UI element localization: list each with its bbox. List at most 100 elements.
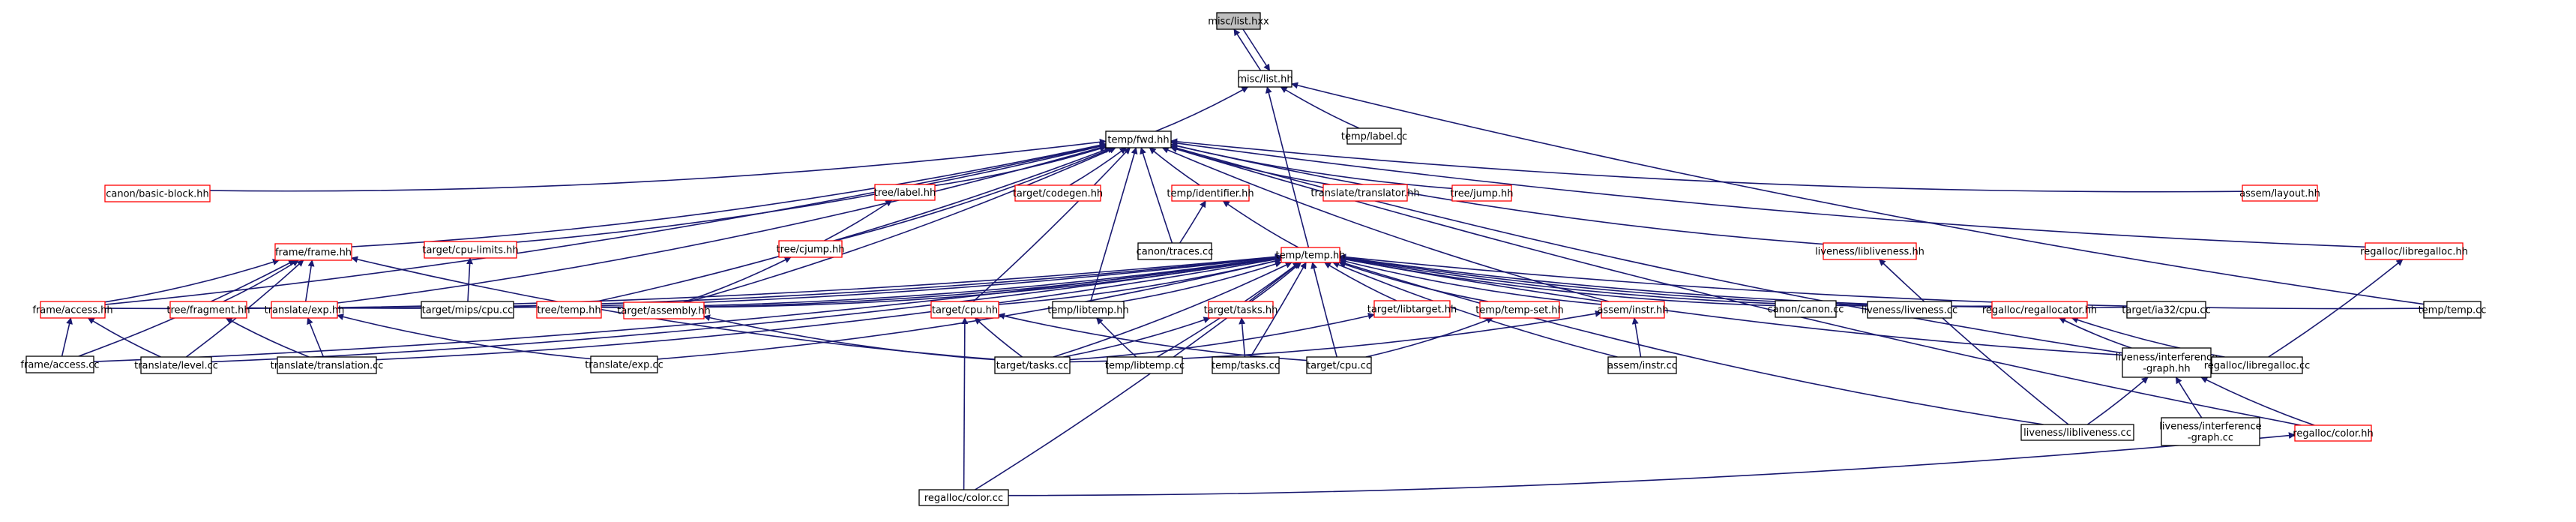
graph-node-box[interactable] bbox=[536, 301, 602, 319]
graph-node-box[interactable] bbox=[2161, 417, 2260, 446]
graph-node-box[interactable] bbox=[1607, 356, 1677, 374]
graph-node-box[interactable] bbox=[40, 301, 106, 319]
graph-node-box[interactable] bbox=[1346, 128, 1402, 145]
graph-node[interactable]: target/libtarget.hh bbox=[1367, 300, 1457, 318]
graph-node-box[interactable] bbox=[1601, 301, 1665, 319]
graph-node[interactable]: tree/fragment.hh bbox=[166, 301, 250, 319]
graph-node-box[interactable] bbox=[1373, 300, 1451, 318]
graph-node[interactable]: target/tasks.hh bbox=[1204, 301, 1278, 319]
graph-node[interactable]: regalloc/regallocator.hh bbox=[1982, 301, 2097, 319]
graph-node[interactable]: target/ia32/cpu.cc bbox=[2122, 301, 2211, 319]
graph-node-box[interactable] bbox=[424, 241, 517, 259]
graph-node[interactable]: translate/exp.hh bbox=[265, 301, 345, 319]
graph-node[interactable]: misc/list.hxx bbox=[1208, 12, 1269, 30]
graph-node[interactable]: regalloc/libregalloc.cc bbox=[2204, 356, 2310, 374]
graph-node-box[interactable] bbox=[1867, 301, 1952, 319]
graph-node-box[interactable] bbox=[421, 301, 514, 319]
graph-node-box[interactable] bbox=[2126, 301, 2206, 319]
graph-node[interactable]: target/cpu.hh bbox=[930, 301, 999, 319]
graph-node[interactable]: temp/tasks.cc bbox=[1212, 356, 1280, 374]
graph-node-box[interactable] bbox=[994, 356, 1071, 374]
graph-node-box[interactable] bbox=[1823, 242, 1917, 260]
graph-node[interactable]: canon/basic-block.hh bbox=[104, 184, 211, 202]
graph-node-box[interactable] bbox=[1238, 70, 1292, 88]
graph-node[interactable]: temp/fwd.hh bbox=[1105, 130, 1172, 148]
graph-node[interactable]: temp/label.cc bbox=[1341, 128, 1407, 145]
graph-node[interactable]: translate/translator.hh bbox=[1310, 184, 1420, 202]
graph-node[interactable]: target/tasks.cc bbox=[994, 356, 1071, 374]
graph-node[interactable]: tree/label.hh bbox=[874, 184, 936, 201]
graph-node[interactable]: liveness/libliveness.cc bbox=[2020, 424, 2134, 441]
graph-node[interactable]: assem/layout.hh bbox=[2239, 184, 2320, 202]
graph-node[interactable]: target/codegen.hh bbox=[1013, 184, 1103, 202]
graph-node[interactable]: regalloc/libregalloc.hh bbox=[2360, 242, 2468, 260]
graph-node-box[interactable] bbox=[778, 240, 843, 258]
graph-node-box[interactable] bbox=[1775, 300, 1837, 318]
graph-node[interactable]: liveness/interference-graph.hh bbox=[2116, 347, 2218, 378]
graph-node-box[interactable] bbox=[1105, 130, 1172, 148]
graph-node-box[interactable] bbox=[1171, 184, 1250, 202]
graph-node[interactable]: translate/exp.cc bbox=[585, 356, 663, 374]
graph-node-box[interactable] bbox=[930, 301, 999, 319]
graph-node[interactable]: tree/jump.hh bbox=[1451, 184, 1514, 202]
graph-node-box[interactable] bbox=[2242, 184, 2318, 202]
graph-node[interactable]: tree/cjump.hh bbox=[776, 240, 845, 258]
graph-node[interactable]: regalloc/color.cc bbox=[918, 489, 1009, 506]
graph-node-box[interactable] bbox=[1212, 356, 1280, 374]
graph-node-box[interactable] bbox=[1014, 184, 1101, 202]
graph-node[interactable]: target/cpu-limits.hh bbox=[422, 241, 519, 259]
graph-node-box[interactable] bbox=[1216, 12, 1261, 30]
graph-node-box[interactable] bbox=[1107, 356, 1183, 374]
graph-node[interactable]: target/cpu.cc bbox=[1306, 356, 1372, 374]
graph-node-box[interactable] bbox=[1137, 242, 1212, 260]
graph-node-box[interactable] bbox=[590, 356, 658, 374]
graph-node-box[interactable] bbox=[2020, 424, 2134, 441]
graph-node-box[interactable] bbox=[2294, 424, 2372, 442]
graph-node-box[interactable] bbox=[271, 301, 338, 319]
graph-node[interactable]: target/assembly.hh bbox=[617, 302, 711, 320]
graph-node[interactable]: temp/temp-set.hh bbox=[1475, 301, 1564, 319]
graph-node[interactable]: translate/level.cc bbox=[134, 356, 218, 374]
graph-node[interactable]: assem/instr.cc bbox=[1607, 356, 1677, 374]
graph-node-box[interactable] bbox=[1451, 184, 1512, 202]
graph-node-box[interactable] bbox=[104, 184, 211, 202]
graph-node-box[interactable] bbox=[2365, 242, 2464, 260]
graph-node-box[interactable] bbox=[25, 356, 94, 374]
graph-node-box[interactable] bbox=[277, 356, 377, 374]
graph-node-box[interactable] bbox=[274, 243, 352, 261]
graph-node-box[interactable] bbox=[169, 301, 247, 319]
graph-node[interactable]: target/mips/cpu.cc bbox=[421, 301, 514, 319]
graph-node-box[interactable] bbox=[140, 356, 212, 374]
graph-node-box[interactable] bbox=[1306, 356, 1372, 374]
graph-node[interactable]: assem/instr.hh bbox=[1597, 301, 1669, 319]
graph-node[interactable]: canon/traces.cc bbox=[1137, 242, 1214, 260]
graph-node-box[interactable] bbox=[2211, 356, 2303, 374]
graph-node-box[interactable] bbox=[1322, 184, 1408, 202]
graph-node-box[interactable] bbox=[874, 184, 936, 201]
graph-node[interactable]: frame/access.hh bbox=[32, 301, 113, 319]
graph-node[interactable]: temp/libtemp.cc bbox=[1105, 356, 1185, 374]
graph-node[interactable]: canon/canon.cc bbox=[1768, 300, 1844, 318]
graph-node[interactable]: temp/temp.hh bbox=[1275, 247, 1346, 263]
graph-node-box[interactable] bbox=[2122, 347, 2212, 378]
graph-node[interactable]: misc/list.hh bbox=[1237, 70, 1293, 88]
graph-node[interactable]: temp/identifier.hh bbox=[1167, 184, 1254, 202]
graph-node[interactable]: liveness/libliveness.hh bbox=[1815, 242, 1925, 260]
graph-node-box[interactable] bbox=[1052, 301, 1125, 319]
graph-node-box[interactable] bbox=[1479, 301, 1560, 319]
graph-node[interactable]: liveness/liveness.cc bbox=[1862, 301, 1957, 319]
graph-node[interactable]: tree/temp.hh bbox=[536, 301, 602, 319]
graph-node-box[interactable] bbox=[623, 302, 705, 320]
graph-node[interactable]: temp/libtemp.hh bbox=[1047, 301, 1129, 319]
graph-node-box[interactable] bbox=[1281, 247, 1340, 263]
graph-node-box[interactable] bbox=[918, 489, 1009, 506]
graph-node[interactable]: liveness/interference-graph.cc bbox=[2159, 417, 2262, 446]
graph-node-box[interactable] bbox=[1208, 301, 1274, 319]
graph-node-box[interactable] bbox=[2423, 301, 2482, 319]
graph-node[interactable]: regalloc/color.hh bbox=[2293, 424, 2374, 442]
graph-node[interactable]: translate/translation.cc bbox=[271, 356, 384, 374]
graph-node[interactable]: frame/access.cc bbox=[20, 356, 100, 374]
graph-node-box[interactable] bbox=[1991, 301, 2088, 319]
graph-node[interactable]: temp/temp.cc bbox=[2419, 301, 2487, 319]
graph-node[interactable]: frame/frame.hh bbox=[274, 243, 352, 261]
